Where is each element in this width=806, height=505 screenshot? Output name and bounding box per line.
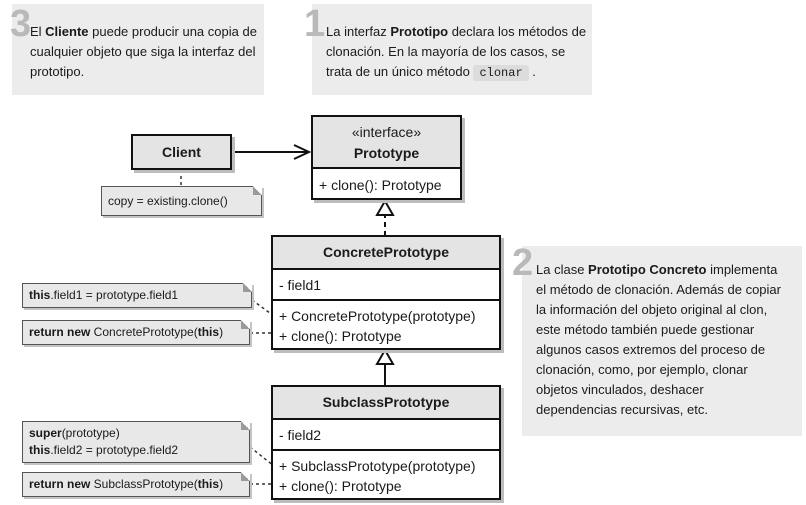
prototype-interface: «interface» Prototype + clone(): Prototy… bbox=[311, 115, 462, 200]
concrete-prototype-class: ConcretePrototype - field1 + ConcretePro… bbox=[271, 235, 501, 350]
callout-number: 2 bbox=[512, 242, 534, 284]
association-arrowhead bbox=[293, 144, 312, 160]
fields-section: - field1 bbox=[273, 270, 499, 301]
fields-section: - field2 bbox=[273, 420, 499, 451]
subclass-ctor-note-connector bbox=[249, 446, 275, 467]
class-name: Client bbox=[133, 136, 230, 168]
class-name: ConcretePrototype bbox=[273, 237, 499, 270]
callout-number: 1 bbox=[304, 3, 326, 45]
method: + ConcretePrototype(prototype) bbox=[279, 308, 476, 324]
callout-prototype-interface: 1 La interfaz Prototipo declara los méto… bbox=[304, 4, 592, 95]
field: - field1 bbox=[279, 277, 322, 293]
method: + clone(): Prototype bbox=[279, 328, 402, 344]
method: + SubclassPrototype(prototype) bbox=[279, 458, 476, 474]
method: + clone(): Prototype bbox=[279, 478, 402, 494]
callout-client: 3 El Cliente puede producir una copia de… bbox=[10, 3, 264, 95]
subclass-prototype-class: SubclassPrototype - field2 + SubclassPro… bbox=[271, 385, 501, 500]
callout-text: La clase Prototipo Concreto implementa e… bbox=[536, 262, 781, 417]
note-fold bbox=[253, 186, 262, 195]
note-fold bbox=[243, 283, 252, 292]
concrete-ctor-note-connector bbox=[251, 299, 275, 317]
note-fold bbox=[241, 472, 250, 481]
client-class: Client bbox=[131, 134, 232, 170]
concrete-ctor-note: this.field1 = prototype.field1 bbox=[22, 283, 252, 308]
concrete-clone-note: return new ConcretePrototype(this) bbox=[22, 320, 250, 345]
method: + clone(): Prototype bbox=[319, 177, 442, 193]
field: - field2 bbox=[279, 427, 322, 443]
callout-concrete-prototype: 2 La clase Prototipo Concreto implementa… bbox=[512, 244, 802, 436]
note-line: super(prototype) bbox=[29, 426, 120, 440]
class-header: «interface» Prototype bbox=[313, 117, 460, 169]
inheritance-arrowhead bbox=[375, 347, 395, 365]
callout-text: El Cliente puede producir una copia de c… bbox=[30, 24, 257, 79]
subclass-ctor-note: super(prototype) this.field2 = prototype… bbox=[22, 421, 250, 463]
methods-section: + SubclassPrototype(prototype) + clone()… bbox=[273, 451, 499, 496]
class-name: SubclassPrototype bbox=[273, 387, 499, 420]
callout-number: 3 bbox=[10, 3, 32, 45]
note-fold bbox=[241, 421, 250, 430]
subclass-clone-note: return new SubclassPrototype(this) bbox=[22, 472, 250, 497]
client-code-note: copy = existing.clone() bbox=[101, 186, 262, 216]
note-line: this.field2 = prototype.field2 bbox=[29, 443, 179, 457]
class-name: Prototype bbox=[353, 145, 420, 161]
inline-code: clonar bbox=[473, 65, 529, 81]
callout-text: La interfaz Prototipo declara los método… bbox=[326, 24, 587, 81]
stereotype-label: «interface» bbox=[351, 124, 422, 140]
note-fold bbox=[241, 320, 250, 329]
realization-arrowhead bbox=[375, 198, 395, 216]
methods-section: + ConcretePrototype(prototype) + clone()… bbox=[273, 301, 499, 346]
methods-section: + clone(): Prototype bbox=[313, 169, 460, 195]
